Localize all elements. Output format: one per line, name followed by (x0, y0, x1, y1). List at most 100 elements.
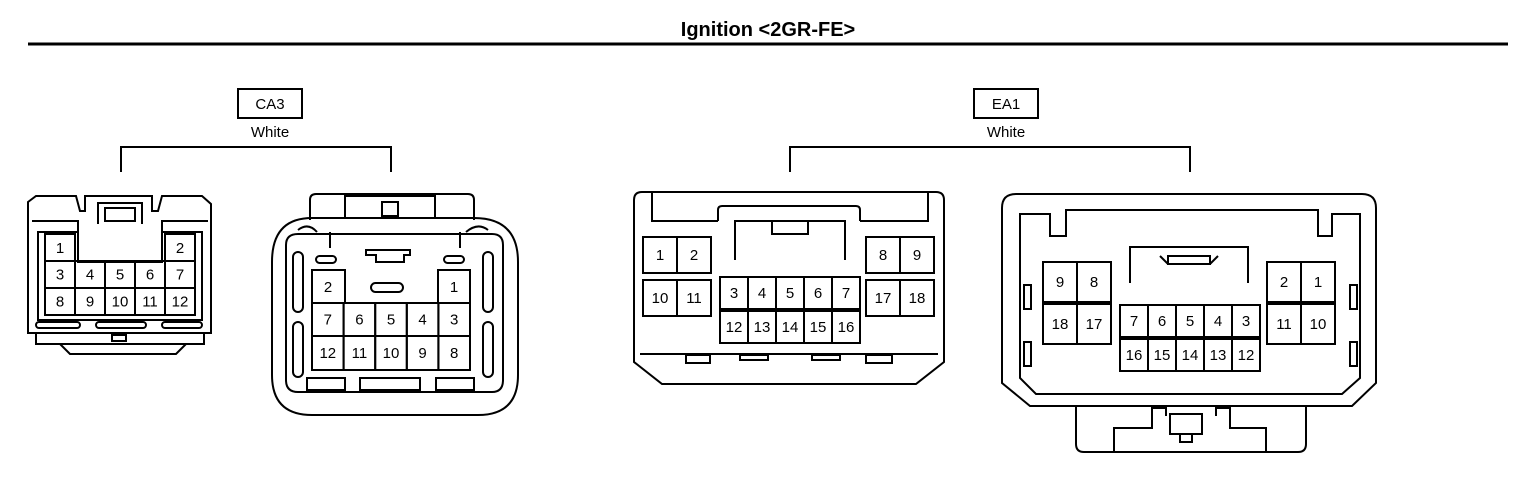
c4-pin: 2 (1280, 274, 1288, 291)
c4-cell (1300, 303, 1336, 345)
c4-pin: 15 (1154, 347, 1171, 364)
c4-pin: 16 (1126, 347, 1143, 364)
c3-bottom-tab (685, 354, 711, 364)
c3-pin: 12 (726, 319, 743, 336)
c3-pin: 9 (913, 247, 921, 264)
c4-pin: 12 (1238, 347, 1255, 364)
ea1-color: White (987, 124, 1025, 141)
c4-side-slot (1349, 284, 1358, 310)
c4-outline (1001, 193, 1377, 407)
ca3-label-group: CA3 White (120, 88, 392, 172)
c2-bottom-slot (359, 377, 421, 391)
c3-cell (831, 310, 861, 344)
c3-pin: 10 (652, 290, 669, 307)
c3-cell (899, 279, 935, 317)
c4-inner-outline (1019, 209, 1361, 395)
c2-slot (370, 282, 404, 293)
c1-left-wall (32, 220, 79, 233)
c3-cell (899, 236, 935, 274)
c2-inner-outline (285, 233, 504, 393)
c3-center-lock (717, 205, 861, 221)
c2-cell (437, 335, 471, 371)
c4-pin: 10 (1310, 316, 1327, 333)
c2-side-slot (292, 251, 304, 313)
c3-pin: 13 (754, 319, 771, 336)
c4-cell (1076, 261, 1112, 303)
c2-hood-tab (344, 195, 436, 219)
c1-pin: 3 (56, 267, 64, 284)
c1-pin: 12 (172, 294, 189, 311)
c4-pin: 18 (1052, 316, 1069, 333)
c1-pin: 11 (142, 294, 158, 311)
c1-pin: 2 (176, 240, 184, 257)
c3-pin: 18 (909, 290, 926, 307)
c4-tail-key (1169, 413, 1203, 435)
c1-bottom-foot (59, 343, 187, 355)
c2-pin: 5 (387, 312, 395, 329)
ca3-id: CA3 (255, 96, 284, 113)
c4-pin: 7 (1130, 313, 1138, 330)
c2-outline (271, 217, 519, 416)
c2-side-slot (292, 321, 304, 378)
c4-pin: 11 (1276, 316, 1292, 333)
c2-bottom-slot (435, 377, 475, 391)
c2-side-slot (482, 251, 494, 313)
c4-key-tab (1167, 255, 1211, 265)
page-title: Ignition <2GR-FE> (681, 19, 855, 41)
c2-hood (309, 193, 475, 220)
c1-pin: 10 (112, 294, 129, 311)
c4-pin: 1 (1314, 274, 1322, 291)
c2-pin: 10 (383, 345, 400, 362)
c1-pin: 1 (56, 240, 64, 257)
c1-pin: 8 (56, 294, 64, 311)
c4-pin: 17 (1086, 316, 1103, 333)
c4-tail-nub (1179, 433, 1193, 443)
c3-pin: 15 (810, 319, 827, 336)
c1-base-slot-center (95, 321, 147, 329)
c3-pin: 3 (730, 285, 738, 302)
ea1-label-group: EA1 White (789, 88, 1191, 172)
c3-cell (676, 279, 712, 317)
c3-pin: 1 (656, 247, 664, 264)
c1-bottom-lip (35, 332, 205, 345)
c3-cell (676, 236, 712, 274)
c4-pin: 5 (1186, 313, 1194, 330)
c1-pin: 6 (146, 267, 154, 284)
c4-cell (1076, 303, 1112, 345)
c3-pin: 4 (758, 285, 766, 302)
c3-pin: 6 (814, 285, 822, 302)
c1-pin: 7 (176, 267, 184, 284)
c2-pin: 7 (324, 312, 332, 329)
ca3-bracket (120, 146, 392, 172)
c4-pin: 8 (1090, 274, 1098, 291)
c2-slot (315, 255, 337, 264)
c4-pin: 14 (1182, 347, 1199, 364)
c1-latch-tab (104, 207, 136, 222)
c1-latch (97, 202, 143, 224)
c4-pin: 9 (1056, 274, 1064, 291)
c2-pin: 4 (418, 312, 426, 329)
c3-outline (633, 191, 945, 385)
ca3-id-box (237, 88, 303, 119)
c3-top-notch-left (651, 193, 718, 222)
ea1-id-box (973, 88, 1039, 119)
c4-tail-inner (1113, 407, 1267, 452)
c1-outline (27, 195, 212, 334)
c4-side-slot (1023, 341, 1032, 367)
c3-pin: 17 (875, 290, 892, 307)
c3-pin: 2 (690, 247, 698, 264)
c1-base-slot-right (161, 321, 203, 329)
c1-cell (164, 287, 196, 316)
c2-pin: 6 (355, 312, 363, 329)
c2-pin: 1 (450, 279, 458, 296)
c1-pin: 4 (86, 267, 94, 284)
c1-right-wall (161, 220, 208, 233)
c4-side-slot (1349, 341, 1358, 367)
c3-pin: 8 (879, 247, 887, 264)
c2-center-key (365, 249, 411, 263)
c3-cell (831, 276, 861, 310)
